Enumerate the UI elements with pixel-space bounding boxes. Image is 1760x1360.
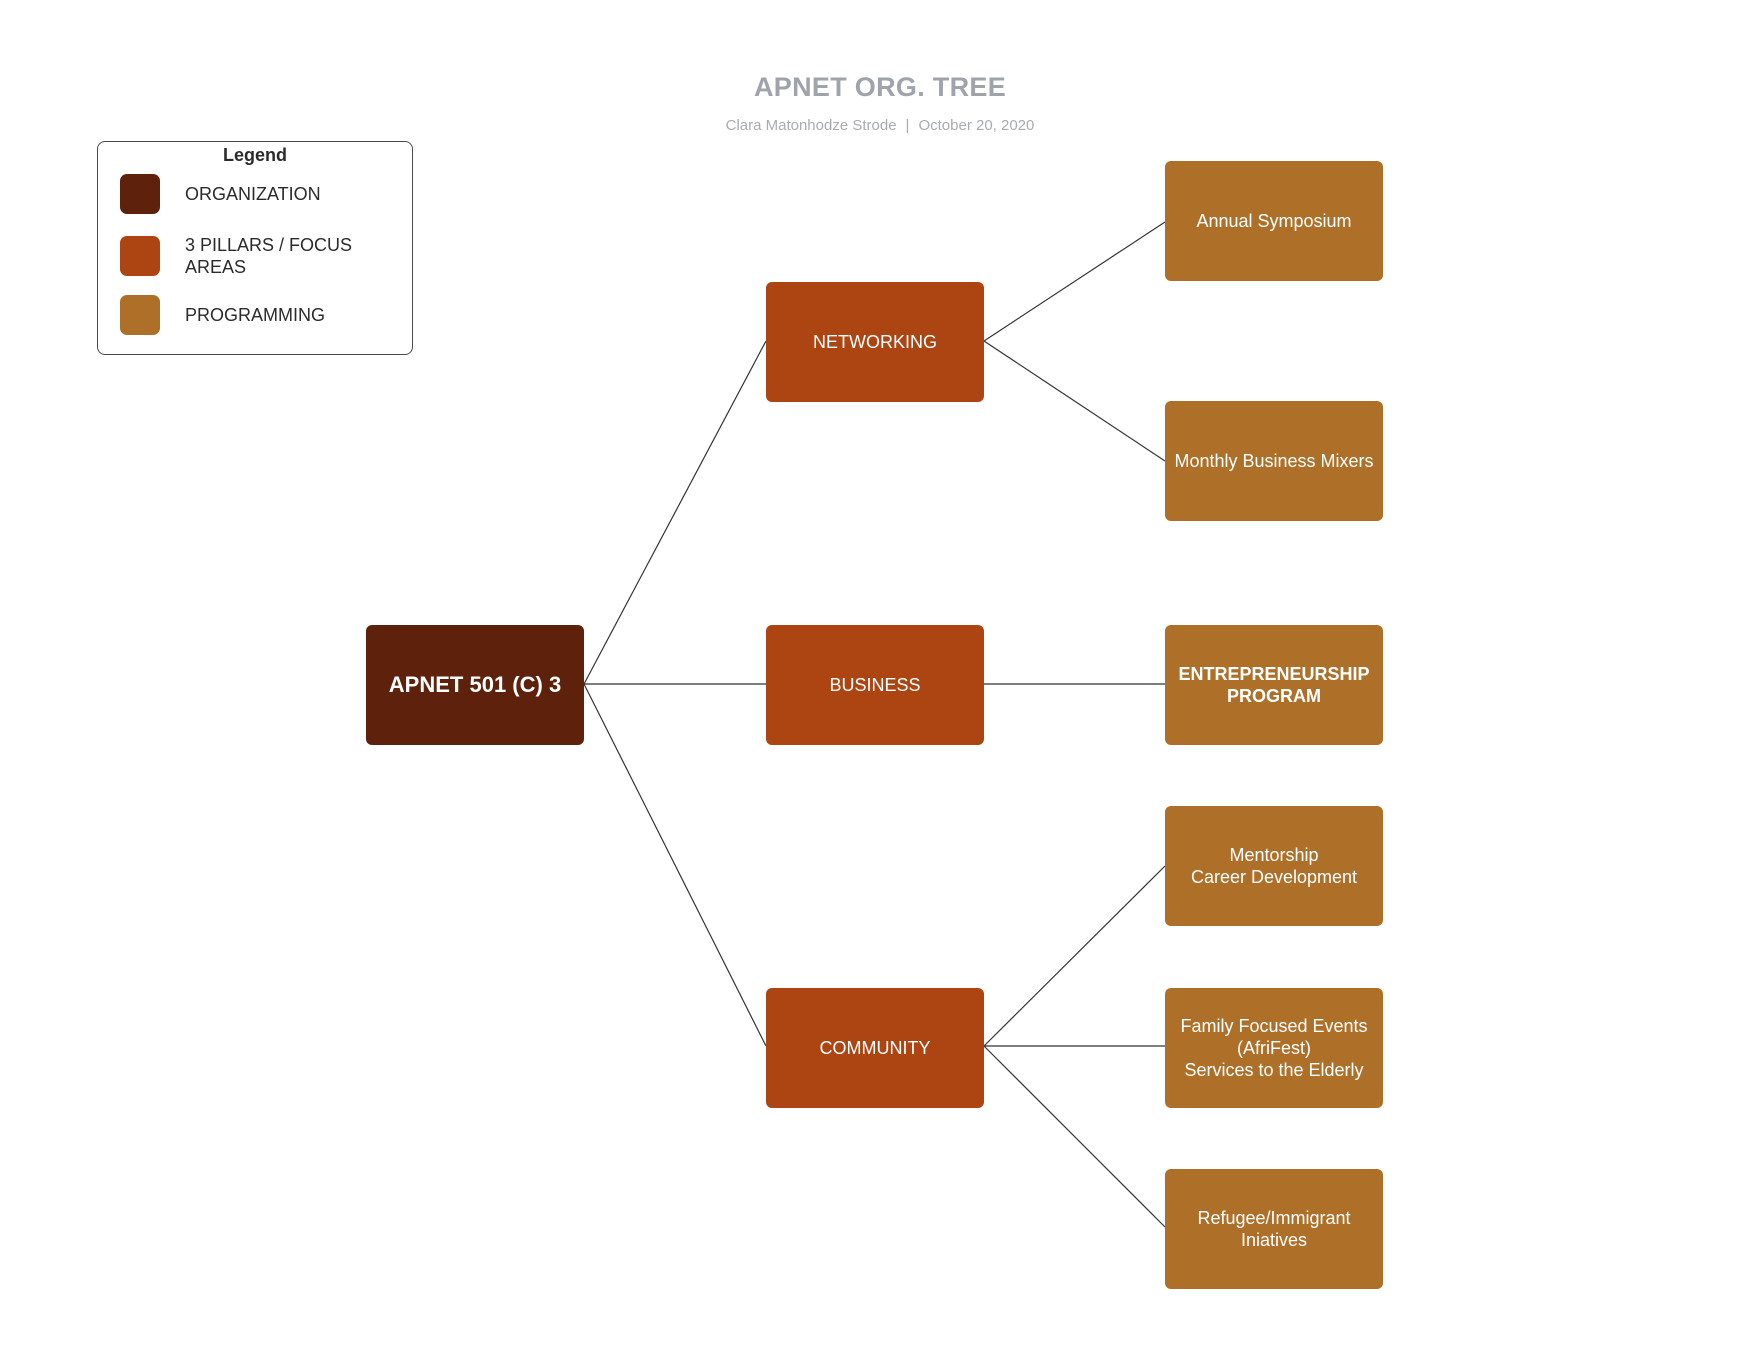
node-program-business-mixers: Monthly Business Mixers — [1165, 401, 1383, 521]
chart-title: APNET ORG. TREE — [753, 72, 1007, 102]
connector-networking-business-mixers — [983, 340, 1166, 462]
chart-subtitle: Clara Matonhodze Strode | October 20, 2020 — [0, 117, 1760, 134]
subtitle-separator: | — [905, 117, 910, 134]
connector-root-community — [583, 683, 767, 1047]
legend-label-organization: ORGANIZATION — [185, 184, 321, 204]
legend: Legend ORGANIZATION 3 PILLARS / FOCUS AR… — [97, 141, 413, 355]
legend-title: Legend — [222, 145, 287, 165]
connector-community-refugee — [983, 1045, 1166, 1228]
node-program-annual-symposium: Annual Symposium — [1165, 161, 1383, 281]
node-program-family-events: Family Focused Events (AfriFest) Service… — [1165, 988, 1383, 1108]
legend-label-programming: PROGRAMMING — [185, 305, 326, 325]
legend-swatch-pillars — [120, 236, 160, 276]
node-program-refugee-initiatives: Refugee/Immigrant Iniatives — [1165, 1169, 1383, 1289]
node-organization-root: APNET 501 (C) 3 — [366, 625, 584, 745]
node-pillar-business: BUSINESS — [766, 625, 984, 745]
legend-label-pillars: 3 PILLARS / FOCUS AREAS — [185, 235, 353, 277]
chart-date: October 20, 2020 — [918, 117, 1035, 134]
connector-networking-annual-symposium — [983, 221, 1166, 342]
author-name: Clara Matonhodze Strode — [725, 117, 897, 134]
node-pillar-networking: NETWORKING — [766, 282, 984, 402]
legend-item-programming: PROGRAMMING — [120, 295, 375, 335]
legend-swatch-programming — [120, 295, 160, 335]
legend-item-organization: ORGANIZATION — [120, 174, 375, 214]
connector-community-mentorship — [983, 865, 1166, 1047]
node-pillar-community: COMMUNITY — [766, 988, 984, 1108]
node-program-mentorship: Mentorship Career Development — [1165, 806, 1383, 926]
legend-item-pillars: 3 PILLARS / FOCUS AREAS — [120, 234, 375, 278]
legend-swatch-organization — [120, 174, 160, 214]
node-program-entrepreneurship: ENTREPRENEURSHIP PROGRAM — [1165, 625, 1383, 745]
connector-root-networking — [583, 340, 767, 685]
